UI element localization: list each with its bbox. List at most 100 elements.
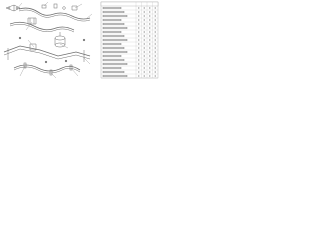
fuel-pipe-lower <box>3 43 91 62</box>
applicability-mark <box>149 31 151 33</box>
applicability-mark <box>138 75 140 77</box>
part-number-placeholder <box>102 75 128 77</box>
applicability-mark <box>143 15 145 17</box>
applicability-mark <box>143 63 145 65</box>
leader-lines <box>15 1 93 79</box>
applicability-mark <box>154 27 156 29</box>
part-number-placeholder <box>102 7 122 9</box>
applicability-mark <box>149 75 151 77</box>
applicability-mark <box>149 43 151 45</box>
parts-diagram <box>3 1 159 79</box>
applicability-mark <box>143 75 145 77</box>
table-row <box>101 67 158 71</box>
applicability-mark <box>138 71 140 73</box>
applicability-mark <box>154 23 156 25</box>
applicability-mark <box>143 43 145 45</box>
applicability-mark <box>138 7 140 9</box>
applicability-mark <box>149 63 151 65</box>
table-row <box>101 51 158 55</box>
part-number-placeholder <box>102 59 125 61</box>
applicability-mark <box>143 27 145 29</box>
applicability-mark <box>149 55 151 57</box>
applicability-mark <box>143 47 145 49</box>
table-row <box>101 11 158 15</box>
applicability-mark <box>149 51 151 53</box>
applicability-mark <box>143 59 145 61</box>
fuel-hose-bottom <box>13 62 81 76</box>
part-number-placeholder <box>102 51 128 53</box>
table-row <box>101 19 158 23</box>
part-number-placeholder <box>102 55 122 57</box>
applicability-mark <box>154 47 156 49</box>
part-number-placeholder <box>102 19 122 21</box>
applicability-mark <box>138 55 140 57</box>
applicability-mark <box>143 55 145 57</box>
table-row <box>101 55 158 59</box>
applicability-mark <box>138 43 140 45</box>
applicability-mark <box>143 51 145 53</box>
part-number-placeholder <box>102 11 125 13</box>
applicability-mark <box>154 43 156 45</box>
fuel-line-mid <box>9 17 75 33</box>
exploded-view <box>3 1 93 79</box>
applicability-mark <box>138 31 140 33</box>
applicability-mark <box>138 15 140 17</box>
applicability-mark <box>154 63 156 65</box>
applicability-mark <box>154 7 156 9</box>
applicability-mark <box>149 7 151 9</box>
applicability-mark <box>154 67 156 69</box>
table-row <box>101 7 158 11</box>
applicability-mark <box>138 35 140 37</box>
applicability-mark <box>154 59 156 61</box>
table-row <box>101 23 158 27</box>
applicability-mark <box>149 67 151 69</box>
bolts <box>18 36 86 64</box>
applicability-mark <box>154 19 156 21</box>
parts-table-header <box>100 1 159 7</box>
applicability-mark <box>154 35 156 37</box>
applicability-mark <box>138 39 140 41</box>
applicability-mark <box>154 51 156 53</box>
fuel-line-upper <box>18 7 91 22</box>
table-row <box>101 39 158 43</box>
applicability-mark <box>149 23 151 25</box>
part-number-placeholder <box>102 15 128 17</box>
table-row <box>101 63 158 67</box>
part-number-placeholder <box>102 67 122 69</box>
applicability-mark <box>149 39 151 41</box>
table-row <box>101 15 158 19</box>
applicability-mark <box>138 51 140 53</box>
applicability-mark <box>138 67 140 69</box>
applicability-mark <box>154 39 156 41</box>
part-number-placeholder <box>102 35 125 37</box>
part-number-placeholder <box>102 71 125 73</box>
applicability-mark <box>143 19 145 21</box>
part-number-placeholder <box>102 23 125 25</box>
applicability-mark <box>154 31 156 33</box>
table-row <box>101 47 158 51</box>
applicability-mark <box>138 27 140 29</box>
table-row <box>101 71 158 75</box>
applicability-mark <box>143 67 145 69</box>
clip-parts <box>41 3 78 11</box>
part-number-placeholder <box>102 43 122 45</box>
applicability-mark <box>143 39 145 41</box>
applicability-mark <box>149 15 151 17</box>
applicability-mark <box>154 55 156 57</box>
applicability-mark <box>138 19 140 21</box>
applicability-mark <box>143 7 145 9</box>
table-row <box>101 31 158 35</box>
table-row <box>101 35 158 39</box>
fuel-filter <box>54 32 66 48</box>
applicability-mark <box>138 11 140 13</box>
applicability-mark <box>138 23 140 25</box>
applicability-mark <box>143 23 145 25</box>
part-number-placeholder <box>102 47 125 49</box>
applicability-mark <box>143 11 145 13</box>
parts-table-rows <box>101 7 158 79</box>
applicability-mark <box>143 35 145 37</box>
parts-table <box>100 1 159 79</box>
applicability-mark <box>138 59 140 61</box>
applicability-mark <box>154 71 156 73</box>
applicability-mark <box>149 35 151 37</box>
